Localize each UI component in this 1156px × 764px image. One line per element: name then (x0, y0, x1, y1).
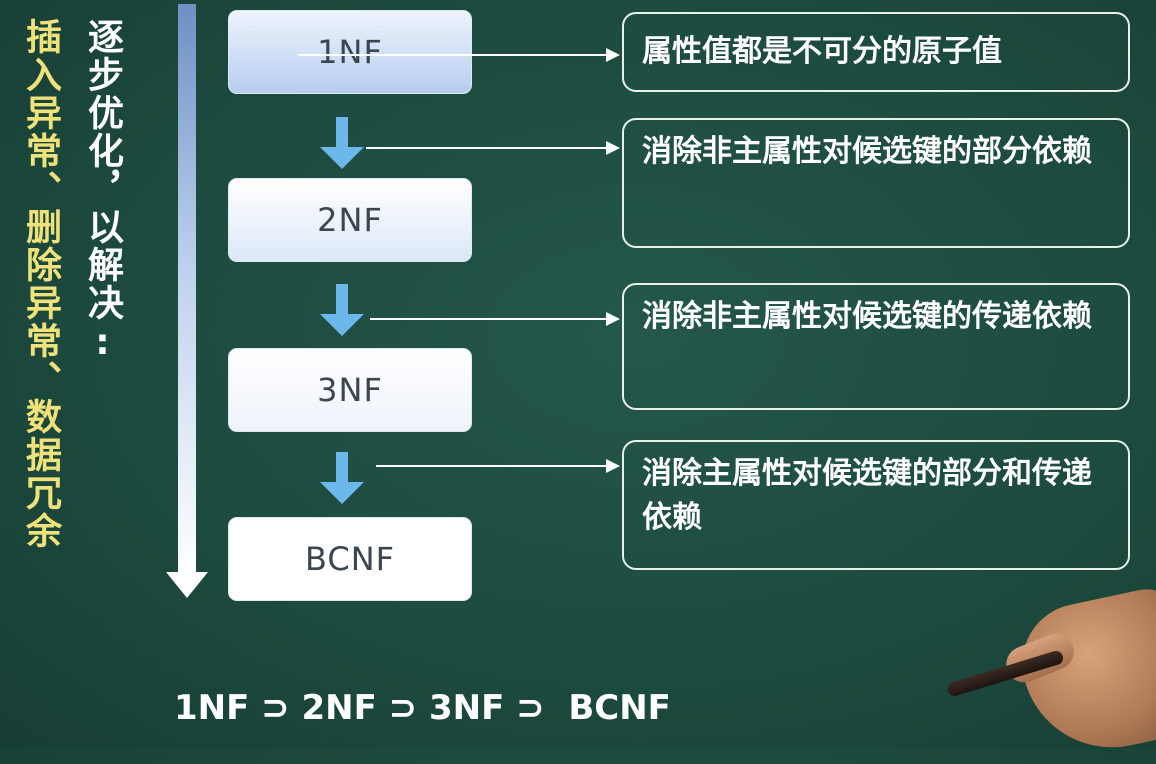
connector-arrow-2 (366, 141, 620, 155)
description-text: 消除非主属性对候选键的传递依赖 (642, 299, 1092, 334)
connector-arrow-4 (376, 459, 620, 473)
optimization-arrow-head (166, 572, 208, 598)
nf-box-1nf: 1NF (228, 10, 472, 94)
nf-label: 3NF (317, 371, 383, 409)
nf-label: 1NF (317, 33, 383, 71)
nf-label: BCNF (304, 540, 396, 578)
description-text: 属性值都是不可分的原子值 (642, 34, 1002, 70)
inclusion-formula: 1NF ⊃ 2NF ⊃ 3NF ⊃ BCNF (174, 688, 671, 728)
description-box-3nf: 消除非主属性对候选键的传递依赖 (622, 283, 1130, 410)
connector-arrow-3 (370, 312, 620, 326)
description-box-bcnf: 消除主属性对候选键的部分和传递依赖 (622, 440, 1130, 570)
optimization-arrow-shaft (178, 4, 196, 574)
description-box-2nf: 消除非主属性对候选键的部分依赖 (622, 118, 1130, 248)
description-text: 消除非主属性对候选键的部分依赖 (642, 134, 1092, 169)
nf-box-3nf: 3NF (228, 348, 472, 432)
connector-arrow-1 (298, 48, 620, 62)
nf-box-bcnf: BCNF (228, 517, 472, 601)
nf-box-2nf: 2NF (228, 178, 472, 262)
left-vertical-caption: 插入异常、删除异常、数据冗余 (20, 18, 61, 550)
description-text: 消除主属性对候选键的部分和传递依赖 (642, 456, 1092, 535)
description-box-1nf: 属性值都是不可分的原子值 (622, 12, 1130, 92)
nf-label: 2NF (317, 201, 383, 239)
middle-vertical-caption: 逐步优化，以解决: (82, 18, 123, 365)
